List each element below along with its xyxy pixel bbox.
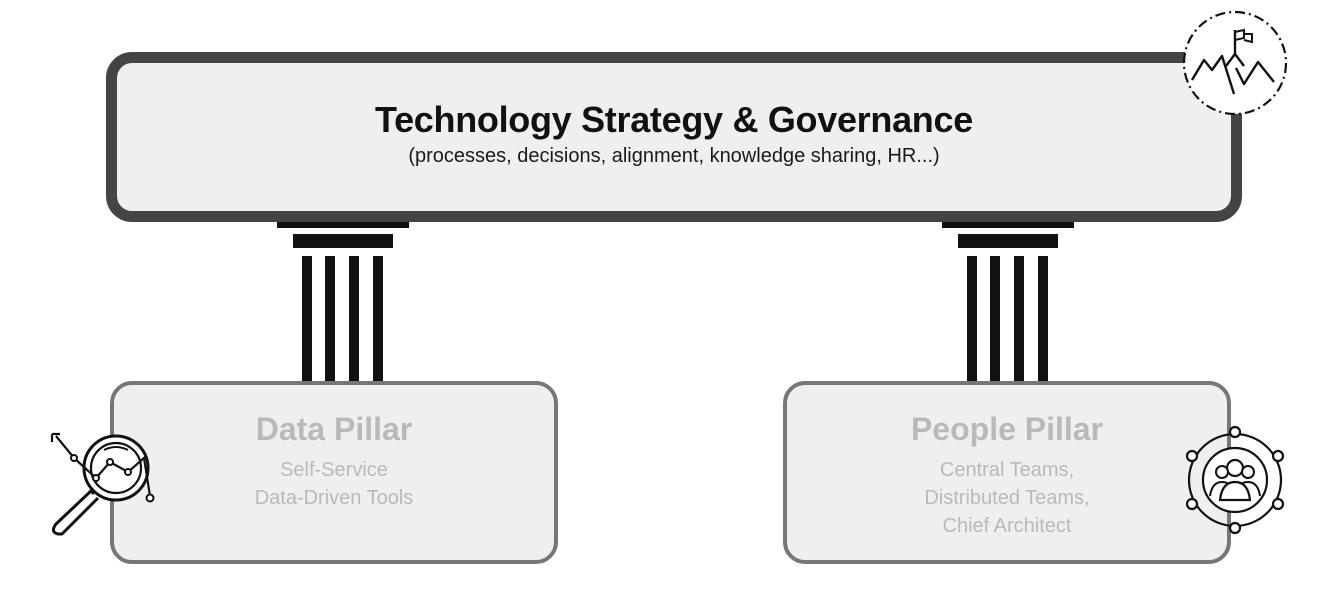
people-column: [942, 210, 1074, 386]
data-pillar-title: Data Pillar: [255, 411, 413, 447]
people-column-shaft-2: [990, 256, 1000, 386]
team-network-icon: [1180, 424, 1290, 536]
people-pillar-line: Central Teams,: [939, 459, 1075, 481]
data-column-shaft-4: [373, 256, 383, 386]
people-column-capital-bottom: [958, 234, 1058, 248]
data-column: [277, 210, 409, 386]
data-pillar-line: Data-Driven Tools: [254, 487, 414, 509]
data-column-shaft-2: [325, 256, 335, 386]
people-column-shaft-4: [1038, 256, 1048, 386]
data-column-capital-bottom: [293, 234, 393, 248]
people-pillar-box: People Pillar Central Teams, Distributed…: [783, 381, 1231, 564]
people-pillar-line: Chief Architect: [942, 515, 1072, 537]
people-column-shaft-3: [1014, 256, 1024, 386]
people-column-shaft-1: [967, 256, 977, 386]
governance-subtitle: (processes, decisions, alignment, knowle…: [408, 145, 940, 167]
data-pillar-box: Data Pillar Self-Service Data-Driven Too…: [110, 381, 558, 564]
people-pillar-line: Distributed Teams,: [924, 487, 1090, 509]
magnifier-chart-icon: [44, 428, 162, 540]
governance-title: Technology Strategy & Governance: [375, 99, 973, 140]
people-pillar-title: People Pillar: [910, 411, 1104, 447]
mountain-flag-icon: [1178, 8, 1290, 116]
data-pillar-line: Self-Service: [280, 459, 388, 481]
governance-box: Technology Strategy & Governance (proces…: [106, 52, 1242, 222]
data-column-shaft-3: [349, 256, 359, 386]
data-column-shaft-1: [302, 256, 312, 386]
